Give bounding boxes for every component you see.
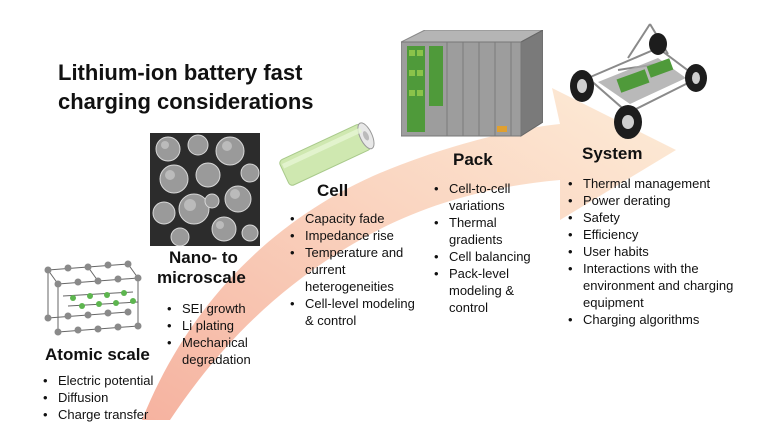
page-title: Lithium-ion battery fast charging consid… [58, 58, 314, 116]
stage-heading-atomic: Atomic scale [45, 345, 150, 364]
list-item: Charging algorithms [565, 311, 735, 328]
list-item: Mechanical degradation [164, 334, 274, 368]
battery-pack-image [401, 30, 543, 137]
stage-heading-nano-line-2: microscale [157, 268, 246, 287]
list-item: Cell-to-cell variations [431, 180, 549, 214]
list-item: SEI growth [164, 300, 274, 317]
stage-heading-pack: Pack [453, 150, 493, 169]
list-item: Li plating [164, 317, 274, 334]
stage-heading-nano-line-1: Nano- to [169, 248, 238, 267]
list-item: Thermal management [565, 175, 735, 192]
list-item: Cell-level modeling & control [287, 295, 419, 329]
stage-list-pack: Cell-to-cell variations Thermal gradient… [431, 180, 549, 316]
stage-list-cell: Capacity fade Impedance rise Temperature… [287, 210, 419, 329]
list-item: Electric potential [40, 372, 190, 389]
list-item: Pack-level modeling & control [431, 265, 549, 316]
stage-list-nano: SEI growth Li plating Mechanical degrada… [164, 300, 274, 368]
stage-list-atomic: Electric potential Diffusion Charge tran… [40, 372, 190, 423]
list-item: Temperature and current heterogeneities [287, 244, 419, 295]
list-item: Impedance rise [287, 227, 419, 244]
list-item: Efficiency [565, 226, 735, 243]
microparticles-image [150, 133, 260, 246]
list-item: Charge transfer [40, 406, 190, 423]
list-item: User habits [565, 243, 735, 260]
list-item: Thermal gradients [431, 214, 549, 248]
stage-heading-cell: Cell [317, 181, 349, 200]
stage-list-system: Thermal management Power derating Safety… [565, 175, 735, 328]
title-line-2: charging considerations [58, 89, 314, 114]
stage-heading-system: System [582, 144, 643, 163]
stage-heading-nano: Nano- to microscale [157, 248, 246, 288]
list-item: Power derating [565, 192, 735, 209]
cylindrical-cell-image [279, 122, 375, 186]
list-item: Interactions with the environment and ch… [565, 260, 735, 311]
vehicle-chassis-image [570, 23, 707, 139]
title-line-1: Lithium-ion battery fast [58, 60, 303, 85]
list-item: Cell balancing [431, 248, 549, 265]
list-item: Diffusion [40, 389, 190, 406]
list-item: Capacity fade [287, 210, 419, 227]
atomic-lattice-icon [44, 260, 142, 336]
list-item: Safety [565, 209, 735, 226]
